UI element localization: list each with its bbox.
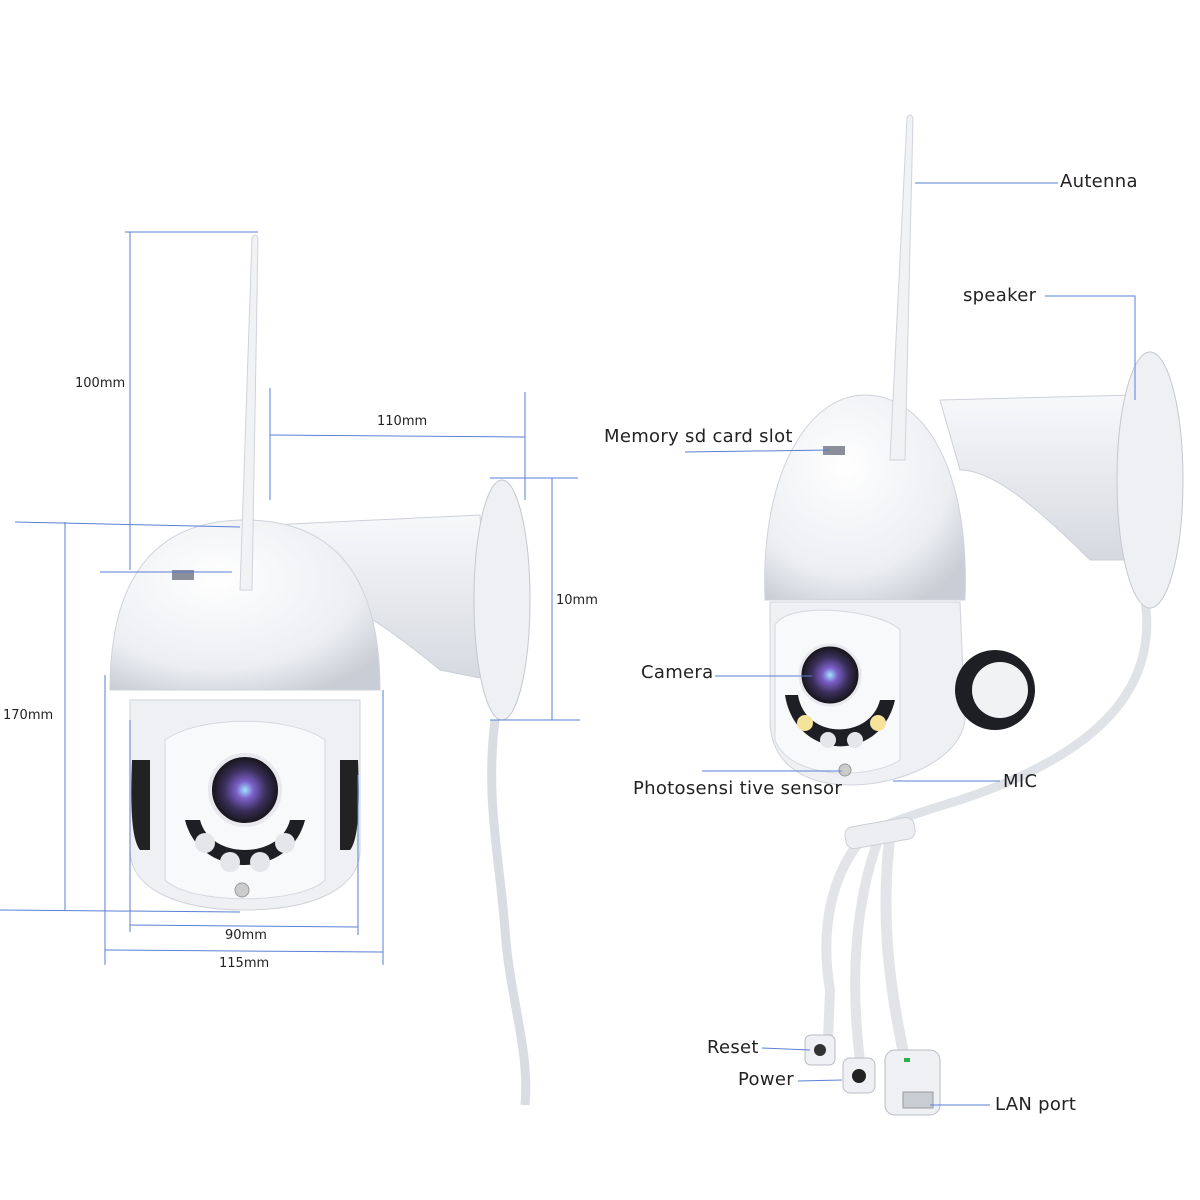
ir-panel [185,820,305,865]
antenna [889,114,914,461]
callout-photosensor: Photosensi tive sensor [633,778,843,799]
wall-plate [473,479,531,721]
ir-panel [785,695,895,747]
dimension-wall-plate: 10mm [556,593,598,608]
lens [798,643,862,707]
callout-speaker: speaker [963,285,1037,306]
cable-splitter [844,816,916,850]
dimension-dome-width: 115mm [219,956,270,971]
callout-lan: LAN port [995,1094,1077,1115]
wall-plate [1116,351,1184,609]
callout-sd-slot: Memory sd card slot [604,426,793,447]
dimension-bracket-length: 110mm [377,414,428,429]
callout-lines [684,182,1136,1106]
antenna [239,234,259,591]
dimension-total-height: 170mm [3,708,54,723]
sd-slot [172,570,194,580]
cable [487,719,531,1106]
side-view-camera [764,114,1184,1116]
sd-slot [823,446,845,455]
side-dark-left [131,760,150,850]
callout-antenna: Autenna [1060,171,1138,192]
dimension-body-width: 90mm [225,928,267,943]
callout-power: Power [738,1069,794,1090]
dimension-lines [0,231,580,965]
dome [764,394,966,601]
front-view-camera [109,234,531,1106]
bracket-arm [939,394,1136,561]
side-dark-right [340,760,359,850]
callout-mic: MIC [1003,771,1038,792]
lens [208,753,282,827]
dimension-antenna-height: 100mm [75,376,126,391]
callout-camera: Camera [641,662,714,683]
callout-reset: Reset [707,1037,759,1058]
